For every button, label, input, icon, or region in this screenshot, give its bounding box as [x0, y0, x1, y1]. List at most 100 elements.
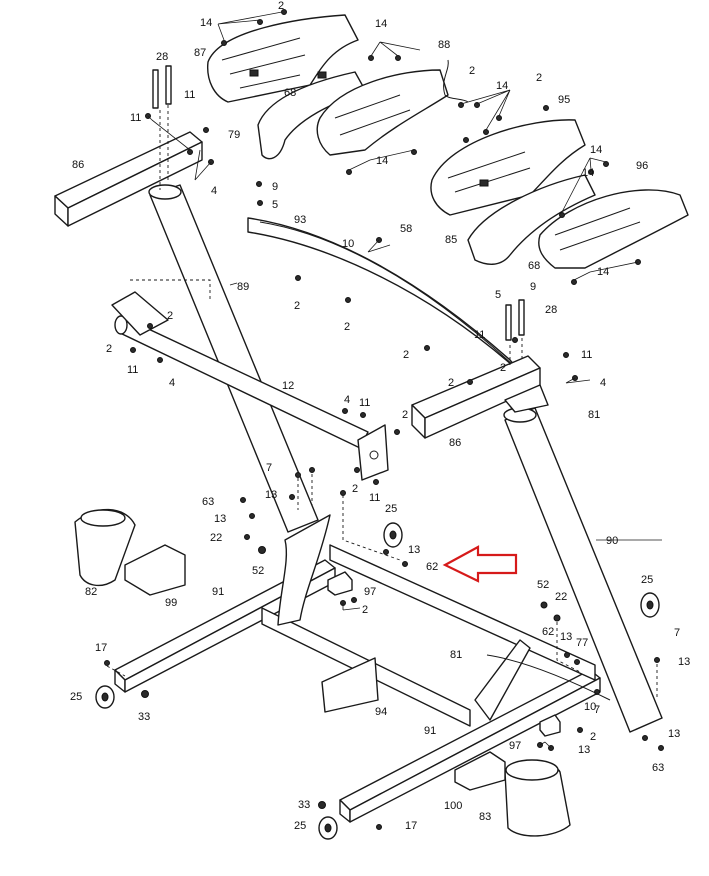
- label-13-f: 13: [578, 744, 590, 756]
- label-52-a: 52: [252, 565, 264, 577]
- label-63-b: 63: [652, 762, 664, 774]
- label-11-g: 11: [369, 492, 380, 504]
- label-4-d: 4: [344, 394, 350, 406]
- cable-81-top: [504, 384, 549, 413]
- label-100: 100: [444, 800, 462, 812]
- label-17-b: 17: [405, 820, 417, 832]
- label-85: 85: [445, 234, 457, 246]
- label-97-a: 97: [364, 586, 376, 598]
- label-86-b: 86: [449, 437, 461, 449]
- label-25-b: 25: [641, 574, 653, 586]
- label-10-a: 10: [342, 238, 354, 250]
- label-91-a: 91: [212, 586, 224, 598]
- label-79: 79: [228, 129, 240, 141]
- label-14-e: 14: [590, 144, 602, 156]
- label-4-c: 4: [600, 377, 606, 389]
- label-68-a: 68: [284, 87, 296, 99]
- right-base-cover-100: [454, 751, 506, 791]
- left-arm-bracket-86: [54, 131, 203, 227]
- label-22-a: 22: [210, 532, 222, 544]
- label-14-d: 14: [376, 155, 388, 167]
- label-5-a: 5: [272, 199, 278, 211]
- label-2-b: 2: [469, 65, 475, 77]
- right-handrail-cover-95: [430, 119, 586, 216]
- label-2-l: 2: [352, 483, 358, 495]
- label-25-c: 25: [70, 691, 82, 703]
- label-4-a: 4: [211, 185, 217, 197]
- label-10-b: 10: [584, 701, 596, 713]
- left-bracket-2: [111, 291, 169, 336]
- label-86-a: 86: [72, 159, 84, 171]
- foot-97-right: [539, 714, 561, 737]
- label-58: 58: [400, 223, 412, 235]
- wheel-25-bottom: [318, 816, 338, 840]
- label-11-c: 11: [474, 329, 485, 341]
- label-63-a: 63: [202, 496, 214, 508]
- label-13-b: 13: [214, 513, 226, 525]
- label-81-a: 81: [588, 409, 600, 421]
- cable-81-bottom: [486, 654, 611, 701]
- label-2-e: 2: [344, 321, 350, 333]
- label-7-b: 7: [674, 627, 680, 639]
- label-7-c: 7: [594, 704, 600, 716]
- label-25-d: 25: [294, 820, 306, 832]
- label-87: 87: [194, 47, 206, 59]
- label-99: 99: [165, 597, 177, 609]
- label-2-h: 2: [403, 349, 409, 361]
- wheel-25-left: [95, 685, 115, 709]
- highlight-arrow: [442, 545, 518, 583]
- label-82: 82: [85, 586, 97, 598]
- left-upright-89: [148, 184, 319, 533]
- label-9-b: 9: [530, 281, 536, 293]
- label-2-n: 2: [590, 731, 596, 743]
- label-11-e: 11: [127, 364, 138, 376]
- label-68-b: 68: [528, 260, 540, 272]
- label-2-d: 2: [294, 300, 300, 312]
- label-11-d: 11: [581, 349, 592, 361]
- label-13-g: 13: [668, 728, 680, 740]
- label-88: 88: [438, 39, 450, 51]
- rear-crossmember-94: [261, 607, 471, 727]
- right-leg-cover-83: [504, 759, 571, 837]
- label-13-d: 13: [560, 631, 572, 643]
- label-2-k: 2: [402, 409, 408, 421]
- left-leg-cover-82: [74, 508, 136, 587]
- label-2-f: 2: [167, 310, 173, 322]
- label-22-b: 22: [555, 591, 567, 603]
- left-handrail-cover-87: [207, 14, 359, 103]
- label-97-b: 97: [509, 740, 521, 752]
- wheel-25-right: [640, 592, 660, 618]
- wheel-25-mid: [383, 522, 403, 548]
- label-2-i: 2: [448, 377, 454, 389]
- crossbar-12: [114, 315, 369, 449]
- label-28-a: 28: [156, 51, 168, 63]
- label-62-a: 62: [426, 561, 438, 573]
- label-52-b: 52: [537, 579, 549, 591]
- label-89: 89: [237, 281, 249, 293]
- label-25-a: 25: [385, 503, 397, 515]
- label-77: 77: [576, 637, 588, 649]
- label-11-b: 11: [130, 112, 141, 124]
- leader-lines: [147, 11, 662, 749]
- label-13-c: 13: [408, 544, 420, 556]
- label-14-b: 14: [375, 18, 387, 30]
- label-83: 83: [479, 811, 491, 823]
- assembly-lines: [106, 105, 658, 700]
- label-14-g: 14: [597, 266, 609, 278]
- label-4-b: 4: [169, 377, 175, 389]
- bolts-28-right: [505, 299, 525, 341]
- label-96: 96: [636, 160, 648, 172]
- label-2-a: 2: [278, 0, 284, 12]
- label-2-m: 2: [362, 604, 368, 616]
- label-33-b: 33: [298, 799, 310, 811]
- label-95: 95: [558, 94, 570, 106]
- incline-arm: [277, 514, 531, 721]
- label-11-a: 11: [184, 89, 195, 101]
- label-2-c: 2: [536, 72, 542, 84]
- label-28-b: 28: [545, 304, 557, 316]
- label-94: 94: [375, 706, 387, 718]
- label-14-c: 14: [496, 80, 508, 92]
- part-labels: 14 14 87 68 2 28 11 88 2 14 2 95 79 14 1…: [70, 0, 690, 832]
- label-2-j: 2: [500, 362, 506, 374]
